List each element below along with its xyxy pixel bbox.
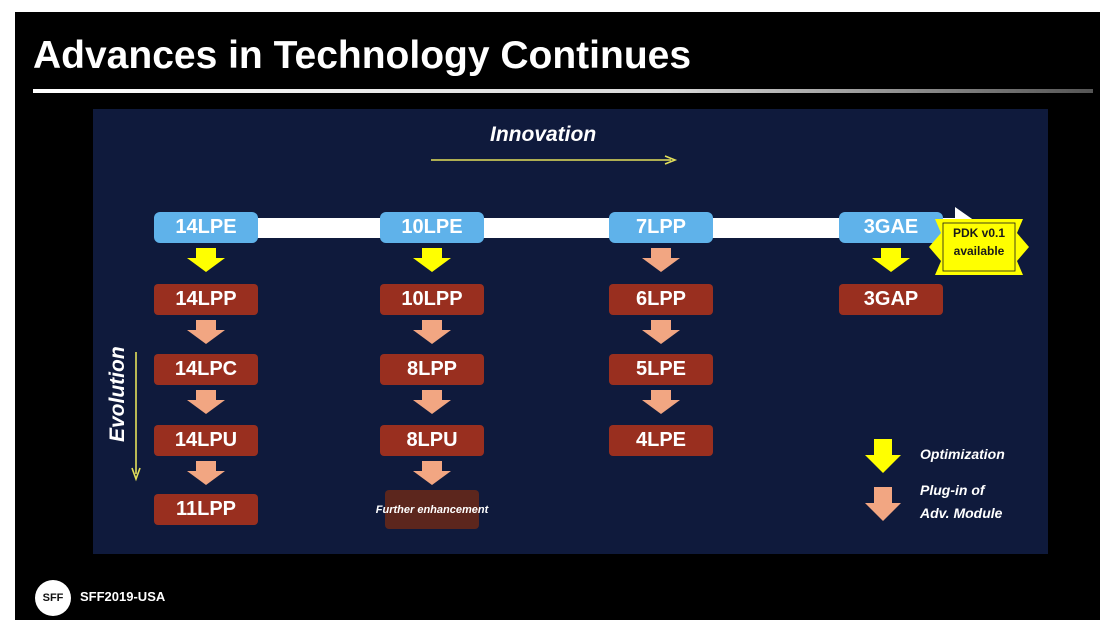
node-14lpc: 14LPC: [154, 354, 258, 385]
slide: Advances in Technology Continues Innovat…: [15, 12, 1100, 620]
node-further-enhancement: Further enhancement: [376, 490, 488, 529]
plug-in-arrow-icon: [642, 390, 680, 414]
plug-in-arrow-icon: [187, 320, 225, 344]
node-4lpe: 4LPE: [609, 425, 713, 456]
node-11lpp: 11LPP: [154, 494, 258, 525]
optimization-arrow-icon: [413, 248, 451, 272]
node-8lpu: 8LPU: [380, 425, 484, 456]
plug-in-arrow-icon: [187, 461, 225, 485]
sff-logo: SFF: [35, 580, 71, 616]
innovation-arrow-icon: [431, 155, 678, 165]
optimization-arrow-icon: [872, 248, 910, 272]
node-10lpp: 10LPP: [380, 284, 484, 315]
roadmap-panel: [93, 109, 1048, 554]
evolution-label: Evolution: [106, 346, 129, 442]
legend-optimization-arrow-icon: [865, 439, 901, 473]
node-3gap: 3GAP: [839, 284, 943, 315]
optimization-arrow-icon: [187, 248, 225, 272]
node-3gae: 3GAE: [839, 212, 943, 243]
plug-in-arrow-icon: [642, 248, 680, 272]
innovation-label: Innovation: [490, 123, 597, 146]
node-14lpu: 14LPU: [154, 425, 258, 456]
node-7lpp: 7LPP: [609, 212, 713, 243]
evolution-arrow-icon: [131, 352, 141, 482]
badge-line-1: PDK v0.1: [952, 226, 1006, 240]
node-8lpp: 8LPP: [380, 354, 484, 385]
node-14lpp: 14LPP: [154, 284, 258, 315]
title-underline: [33, 89, 1093, 93]
legend-plug-in-arrow-icon: [865, 487, 901, 521]
legend-plug-in-label-2: Adv. Module: [920, 505, 1003, 521]
footer-event-label: SFF2019-USA: [80, 589, 166, 604]
node-6lpp: 6LPP: [609, 284, 713, 315]
node-5lpe: 5LPE: [609, 354, 713, 385]
plug-in-arrow-icon: [413, 390, 451, 414]
pdk-badge-icon: [929, 219, 1029, 275]
node-10lpe: 10LPE: [380, 212, 484, 243]
plug-in-arrow-icon: [413, 461, 451, 485]
plug-in-arrow-icon: [187, 390, 225, 414]
plug-in-arrow-icon: [413, 320, 451, 344]
legend-optimization-label: Optimization: [920, 446, 1005, 462]
pdk-badge-text: PDK v0.1 available: [929, 224, 1029, 260]
badge-line-2: available: [953, 244, 1005, 258]
legend-plug-in-label-1: Plug-in of: [920, 482, 985, 498]
node-14lpe: 14LPE: [154, 212, 258, 243]
slide-title: Advances in Technology Continues: [33, 34, 692, 77]
plug-in-arrow-icon: [642, 320, 680, 344]
